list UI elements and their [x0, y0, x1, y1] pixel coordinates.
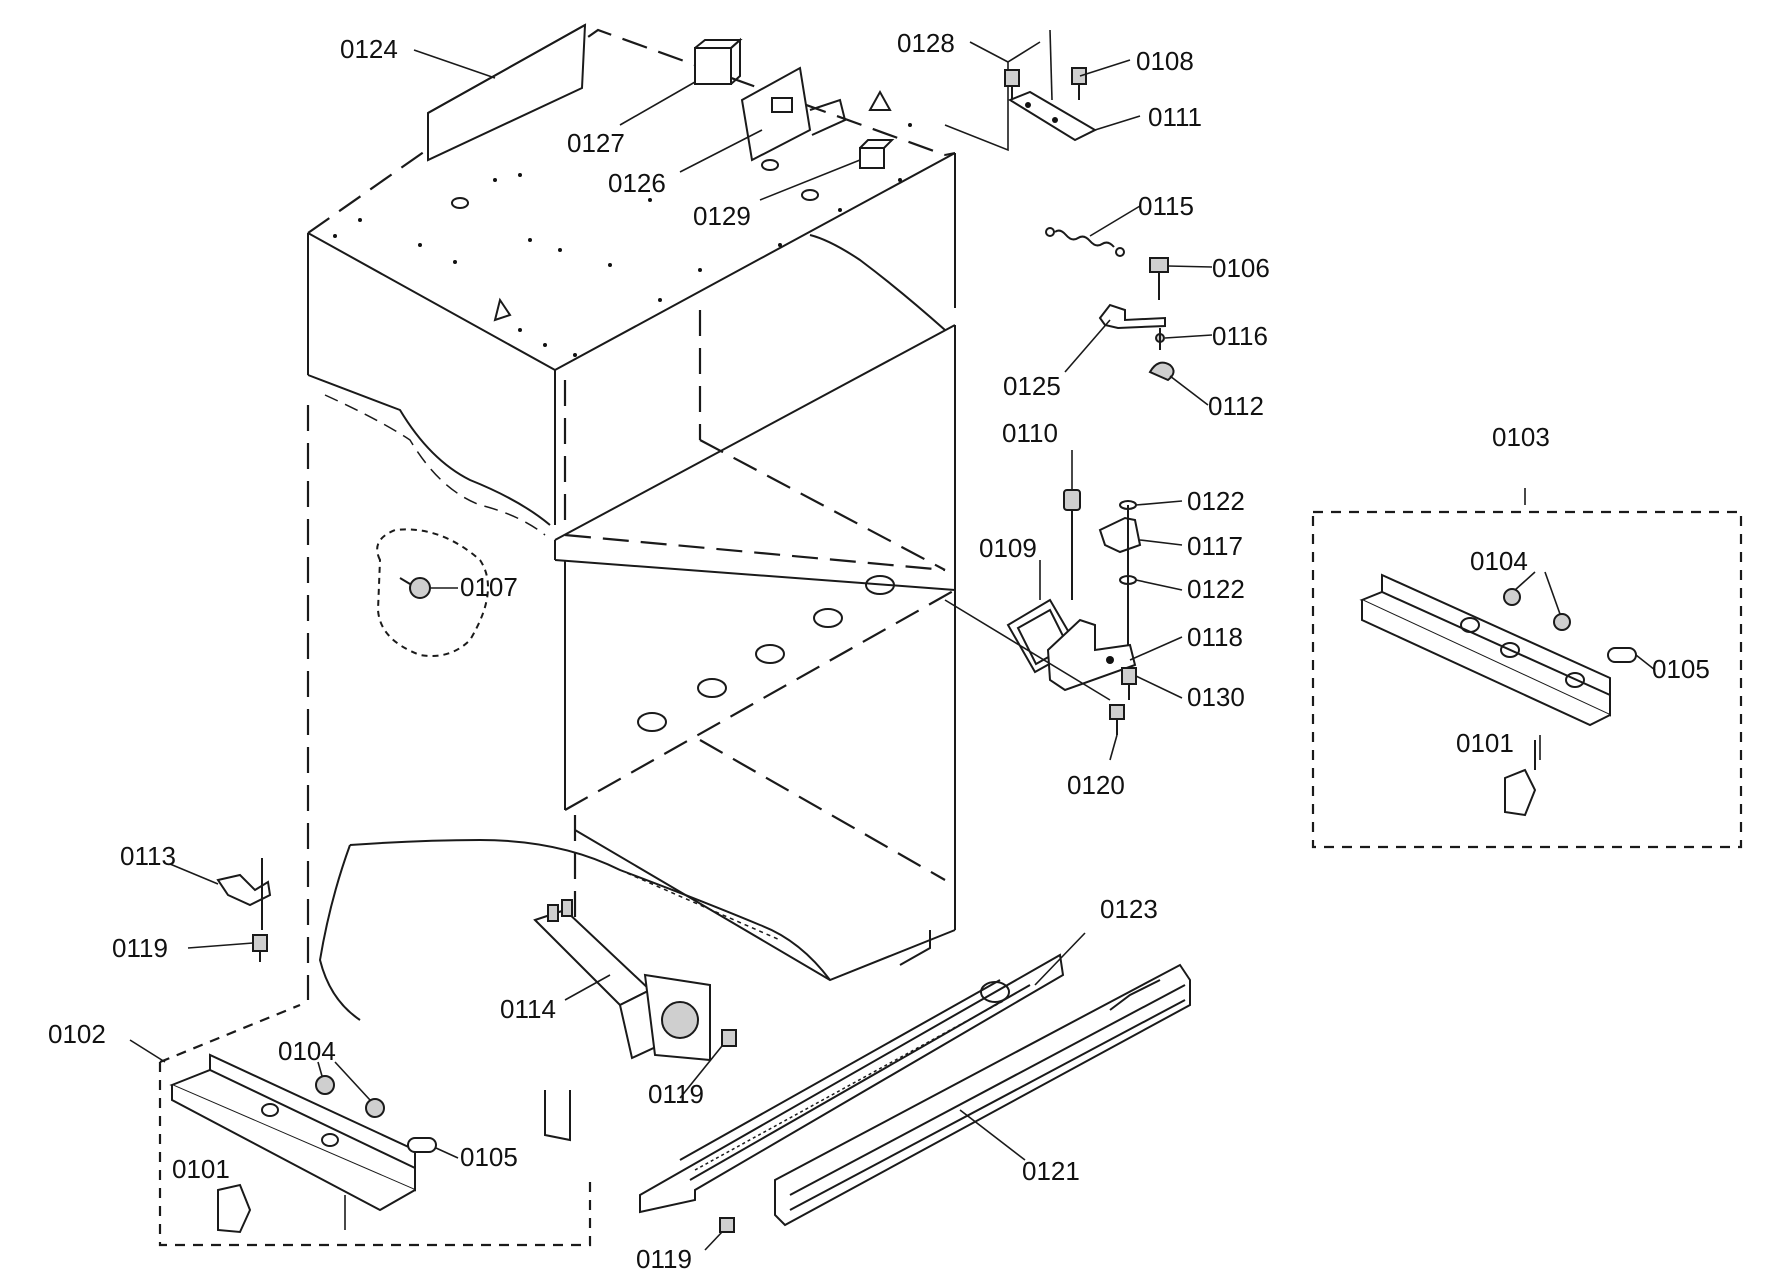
label-0122-upper: 0122 [1187, 486, 1245, 516]
label-0102: 0102 [48, 1019, 106, 1049]
part-0124-back-panel [427, 23, 587, 162]
part-0113-bracket [216, 858, 272, 962]
part-0115-spring [1045, 227, 1125, 257]
leader-lines [129, 41, 1656, 1251]
top-hinge-assembly [944, 29, 1098, 152]
label-0119-left: 0119 [112, 933, 168, 963]
washers-and-bracket-0117 [1098, 500, 1142, 660]
part-0103-assembly-box [1311, 488, 1743, 849]
label-0118: 0118 [1187, 622, 1243, 652]
label-0120: 0120 [1067, 770, 1125, 800]
part-0102-assembly-box [158, 1003, 592, 1247]
label-0121: 0121 [1022, 1156, 1080, 1186]
label-0112: 0112 [1208, 391, 1264, 421]
label-0119-center: 0119 [648, 1079, 704, 1109]
label-0101-left: 0101 [172, 1154, 230, 1184]
label-0130: 0130 [1187, 682, 1245, 712]
part-labels: 0124 0127 0126 0129 0128 0108 0111 0115 … [48, 28, 1710, 1274]
cabinet-body [306, 28, 956, 1142]
label-0116: 0116 [1212, 321, 1268, 351]
label-0108: 0108 [1136, 46, 1194, 76]
label-0128: 0128 [897, 28, 955, 58]
label-0103: 0103 [1492, 422, 1550, 452]
label-0127: 0127 [567, 128, 625, 158]
label-0109: 0109 [979, 533, 1037, 563]
label-0111: 0111 [1148, 102, 1202, 132]
middle-hinge-assembly [944, 598, 1137, 735]
label-0106: 0106 [1212, 253, 1270, 283]
label-0124: 0124 [340, 34, 398, 64]
label-0115: 0115 [1138, 191, 1194, 221]
label-0110: 0110 [1002, 418, 1058, 448]
part-0110-pin [1063, 489, 1081, 600]
label-0125: 0125 [1003, 371, 1061, 401]
label-0114: 0114 [500, 994, 556, 1024]
label-0126: 0126 [608, 168, 666, 198]
label-0113: 0113 [120, 841, 176, 871]
part-0127-box [694, 37, 743, 85]
part-0126-bracket [740, 66, 847, 162]
hinge-pin-assembly [1098, 257, 1175, 382]
part-0121-kickplate [774, 963, 1191, 1227]
label-0129: 0129 [693, 201, 751, 231]
part-0129-clip [859, 139, 895, 169]
label-0123: 0123 [1100, 894, 1158, 924]
label-0122-lower: 0122 [1187, 574, 1245, 604]
label-0105-left: 0105 [460, 1142, 518, 1172]
part-0123-grille [639, 953, 1065, 1233]
label-0119-bottom: 0119 [636, 1244, 692, 1274]
label-0105-right: 0105 [1652, 654, 1710, 684]
part-0114-duct [533, 899, 737, 1062]
label-0104-left: 0104 [278, 1036, 336, 1066]
part-0107-plug [376, 528, 489, 657]
label-0117: 0117 [1187, 531, 1243, 561]
label-0101-right: 0101 [1456, 728, 1514, 758]
label-0104-right: 0104 [1470, 546, 1528, 576]
label-0107: 0107 [460, 572, 518, 602]
